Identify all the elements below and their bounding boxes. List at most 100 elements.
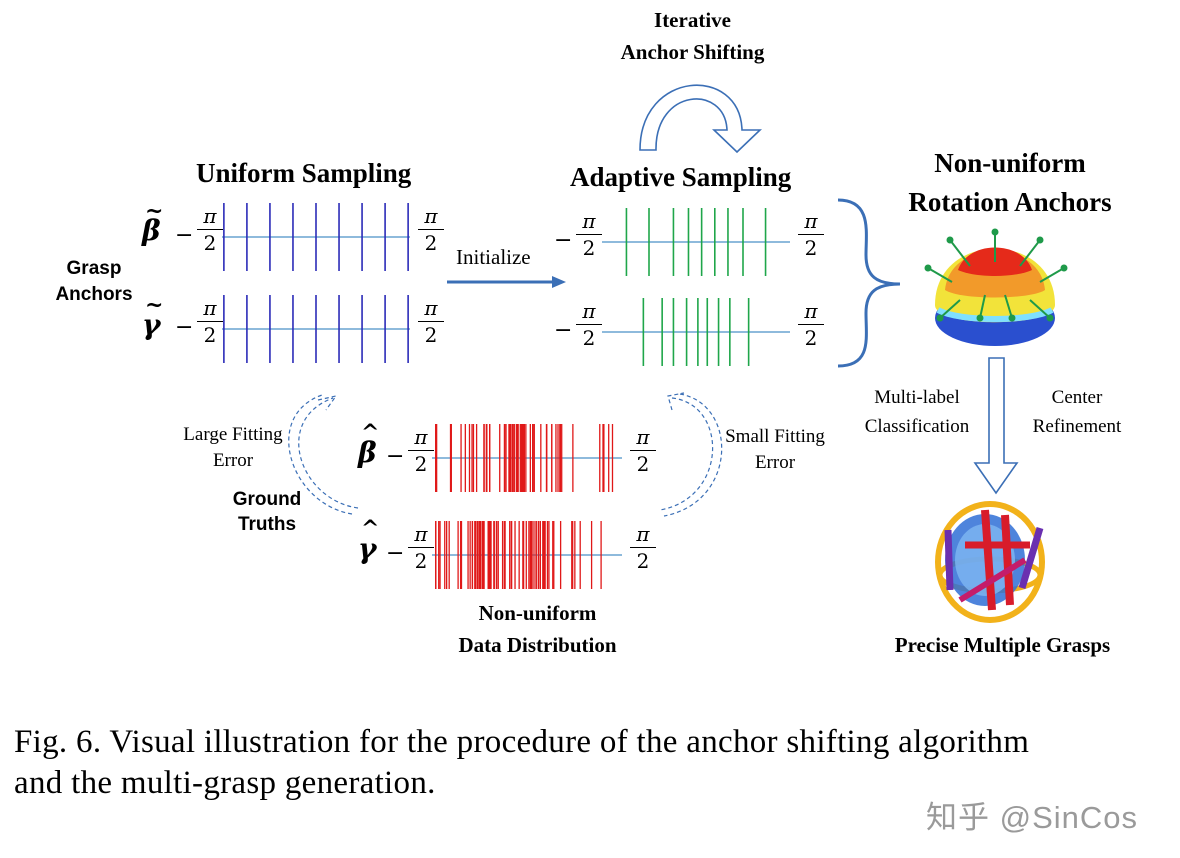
anchor-direction-arrowhead	[1060, 264, 1068, 272]
minus-sign: −	[554, 228, 573, 253]
iterative-title-line1: Iterative	[654, 8, 731, 32]
small-fitting-error-arrow-icon	[659, 392, 723, 517]
denominator-two: 2	[424, 323, 438, 347]
right-curly-brace-icon	[837, 198, 901, 368]
beta-tilde-symbol: β~	[142, 198, 164, 247]
anchor-direction-arrowhead	[1008, 314, 1016, 322]
denominator-two: 2	[414, 549, 428, 573]
anchor-direction-arrowhead	[946, 236, 954, 244]
small-fitting-error-line2: Error	[754, 452, 796, 473]
data-distribution-line2: Data Distribution	[458, 633, 617, 657]
anchor-direction-arrowhead	[924, 264, 932, 272]
anchor-direction-arrow	[979, 294, 986, 319]
pi-symbol: π	[576, 300, 602, 325]
accent-mark: ^	[361, 420, 380, 446]
center-refinement-line1: Center	[1051, 387, 1103, 408]
denominator-two: 2	[203, 231, 217, 255]
anchor-direction-arrow	[1039, 267, 1065, 283]
precise-multiple-grasps: Precise Multiple Grasps	[894, 633, 1111, 657]
denominator-two: 2	[203, 323, 217, 347]
initialize-arrow-icon	[447, 276, 566, 288]
accent-mark: ^	[361, 516, 380, 542]
anchor-direction-arrowhead	[1046, 314, 1054, 322]
large-fitting-error-arrow-icon	[288, 394, 359, 515]
pi-symbol: π	[798, 210, 824, 235]
center-refinement-line2: Refinement	[1032, 416, 1122, 437]
anchor-direction-arrow	[1004, 294, 1013, 319]
uniform-sampling-title: Uniform Sampling	[196, 158, 412, 188]
nonuniform-title-line1: Non-uniform	[934, 148, 1086, 178]
anchor-direction-arrowhead	[1036, 236, 1044, 244]
nonuniform-title-line2: Rotation Anchors	[908, 187, 1112, 217]
minus-sign: −	[175, 315, 194, 340]
anchor-direction-arrow	[939, 299, 961, 319]
accent-mark: ~	[145, 198, 164, 224]
pi-symbol: π	[408, 426, 434, 451]
anchor-direction-arrowhead	[976, 314, 984, 322]
grasp-anchors-line2: Anchors	[55, 284, 133, 305]
minus-sign: −	[554, 318, 573, 343]
denominator-two: 2	[636, 549, 650, 573]
gamma-hat-symbol: γ^	[358, 516, 380, 565]
hollow-down-arrow-icon	[973, 357, 1019, 495]
figure-caption-line1: Fig. 6. Visual illustration for the proc…	[14, 724, 1030, 760]
ground-truths-line2: Truths	[237, 514, 297, 535]
iterative-loop-arrow-icon	[639, 84, 762, 154]
anchor-direction-arrowhead	[991, 228, 999, 236]
rotation-anchor-dome-icon	[924, 228, 1068, 346]
watermark: 知乎 @SinCos	[926, 800, 1139, 835]
pi-symbol: π	[197, 205, 223, 230]
anchor-direction-arrowhead	[936, 314, 944, 322]
anchor-direction-arrow	[1029, 299, 1051, 319]
ground-truths-line1: Ground	[232, 489, 302, 510]
large-fitting-error-line2: Error	[212, 450, 254, 471]
pi-symbol: π	[408, 523, 434, 548]
denominator-two: 2	[414, 452, 428, 476]
small-fitting-error-line1: Small Fitting	[725, 426, 825, 447]
data-distribution-line1: Non-uniform	[478, 601, 597, 625]
pi-symbol: π	[630, 523, 656, 548]
multilabel-line2: Classification	[864, 416, 970, 437]
grasp-anchors-line1: Grasp	[66, 258, 122, 279]
anchor-direction-arrow	[927, 267, 953, 283]
denominator-two: 2	[804, 236, 818, 260]
multilabel-line1: Multi-label	[874, 387, 960, 408]
pi-symbol: π	[418, 297, 444, 322]
initialize-label: Initialize	[456, 245, 531, 269]
iterative-title-line2: Anchor Shifting	[620, 40, 765, 64]
minus-sign: −	[386, 541, 405, 566]
denominator-two: 2	[804, 326, 818, 350]
denominator-two: 2	[424, 231, 438, 255]
adaptive-sampling-title: Adaptive Sampling	[570, 162, 792, 192]
pi-symbol: π	[197, 297, 223, 322]
multi-grasp-pointcloud-icon	[935, 501, 1045, 623]
minus-sign: −	[175, 223, 194, 248]
figure-caption-line2: and the multi-grasp generation.	[14, 765, 436, 801]
denominator-two: 2	[582, 236, 596, 260]
accent-mark: ~	[145, 292, 164, 318]
gamma-tilde-symbol: γ~	[142, 292, 164, 341]
minus-sign: −	[386, 444, 405, 469]
large-fitting-error-line1: Large Fitting	[183, 424, 283, 445]
pi-symbol: π	[798, 300, 824, 325]
anchor-direction-arrow	[1019, 239, 1041, 267]
pi-symbol: π	[418, 205, 444, 230]
pi-symbol: π	[630, 426, 656, 451]
denominator-two: 2	[582, 326, 596, 350]
beta-hat-symbol: β^	[358, 420, 380, 469]
anchor-direction-arrow	[949, 239, 971, 267]
pi-symbol: π	[576, 210, 602, 235]
